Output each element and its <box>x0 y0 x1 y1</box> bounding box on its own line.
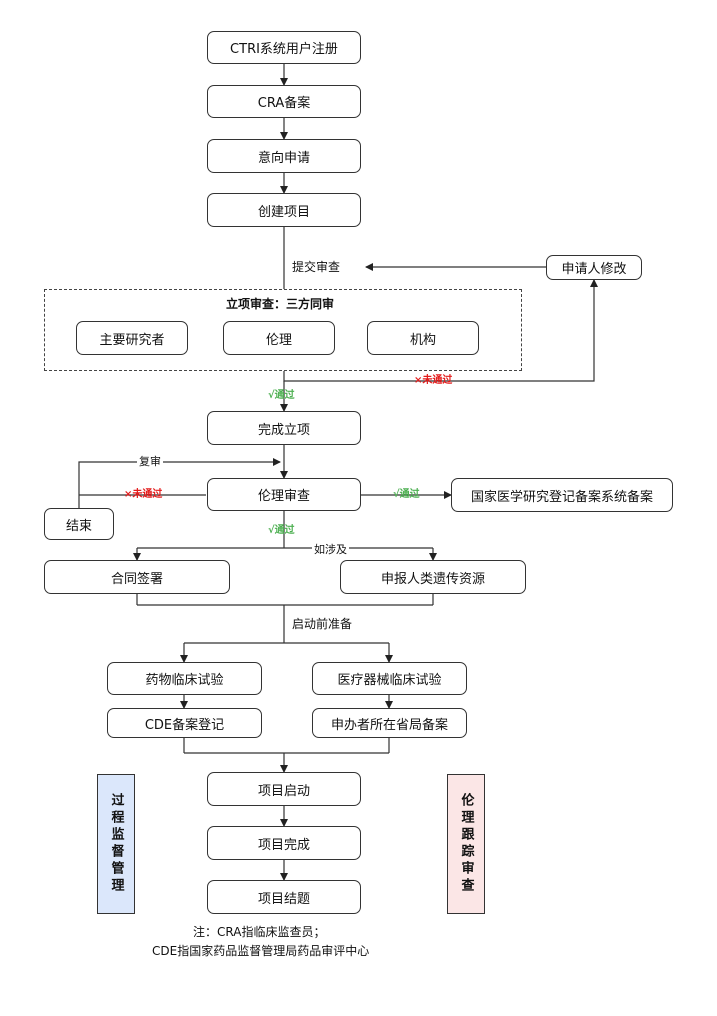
pre-start-prep-label: 启动前准备 <box>292 617 353 631</box>
device-trial-box: 医疗器械临床试验 <box>312 662 467 695</box>
human-genetic-resources-label: 申报人类遗传资源 <box>380 571 485 587</box>
contract-signing-box: 合同签署 <box>44 560 230 594</box>
applicant-modify-box: 申请人修改 <box>546 255 642 280</box>
intent-application-box: 意向申请 <box>207 139 361 173</box>
review-fail-label: ×未通过 <box>414 375 453 386</box>
drug-trial-label: 药物临床试验 <box>145 673 224 688</box>
province-record-box: 申办者所在省局备案 <box>312 708 467 738</box>
ethics-down-pass-label: √通过 <box>268 525 295 536</box>
province-record-label: 申办者所在省局备案 <box>330 717 448 733</box>
project-finish-box: 项目完成 <box>207 826 361 860</box>
process-supervision-label: 过程监督管理 <box>108 793 124 895</box>
cde-record-label: CDE备案登记 <box>144 717 225 733</box>
ctri-registration-box: CTRI系统用户注册 <box>207 31 361 64</box>
human-genetic-resources-box: 申报人类遗传资源 <box>340 560 526 594</box>
note-line-1: 注：CRA指临床监查员； <box>193 925 326 939</box>
ethics-pass-label: √通过 <box>393 489 420 500</box>
submit-review-label: 提交审查 <box>292 260 341 274</box>
device-trial-label: 医疗器械临床试验 <box>337 673 442 688</box>
ctri-registration-label: CTRI系统用户注册 <box>230 42 338 57</box>
ethics-fail-label: ×未通过 <box>124 489 163 500</box>
project-finish-label: 项目完成 <box>257 837 310 853</box>
project-review-title: 立项审查：三方同审 <box>226 297 335 311</box>
project-kickoff-label: 项目启动 <box>257 783 310 799</box>
project-kickoff-box: 项目启动 <box>207 772 361 806</box>
ethics-label: 伦理 <box>265 332 292 348</box>
project-closing-label: 项目结题 <box>257 891 310 907</box>
cde-record-box: CDE备案登记 <box>107 708 262 738</box>
national-registry-box: 国家医学研究登记备案系统备案 <box>451 478 673 512</box>
note-line-2: CDE指国家药品监督管理局药品审评中心 <box>152 944 370 958</box>
principal-investigator-box: 主要研究者 <box>76 321 188 355</box>
create-project-box: 创建项目 <box>207 193 361 227</box>
cra-record-label: CRA备案 <box>257 96 311 111</box>
ethics-tracking-panel: 伦理跟踪审查 <box>447 774 485 914</box>
complete-setup-label: 完成立项 <box>257 422 310 438</box>
create-project-label: 创建项目 <box>257 204 310 220</box>
ethics-review-label: 伦理审查 <box>257 489 310 504</box>
ethics-review-box: 伦理审查 <box>207 478 361 511</box>
national-registry-label: 国家医学研究登记备案系统备案 <box>470 489 653 505</box>
institution-label: 机构 <box>409 332 436 348</box>
ethics-box: 伦理 <box>223 321 335 355</box>
if-involved-label: 如涉及 <box>312 543 349 556</box>
project-review-group <box>44 289 522 371</box>
drug-trial-box: 药物临床试验 <box>107 662 262 695</box>
recheck-label: 复审 <box>137 455 163 468</box>
intent-application-label: 意向申请 <box>257 150 310 166</box>
complete-setup-box: 完成立项 <box>207 411 361 445</box>
process-supervision-panel: 过程监督管理 <box>97 774 135 914</box>
end-label: 结束 <box>65 518 92 534</box>
ethics-tracking-label: 伦理跟踪审查 <box>458 793 474 895</box>
principal-investigator-label: 主要研究者 <box>99 332 165 348</box>
applicant-modify-label: 申请人修改 <box>561 262 627 277</box>
project-closing-box: 项目结题 <box>207 880 361 914</box>
review-pass-label: √通过 <box>268 390 295 401</box>
contract-signing-label: 合同签署 <box>110 571 163 587</box>
cra-record-box: CRA备案 <box>207 85 361 118</box>
institution-box: 机构 <box>367 321 479 355</box>
end-box: 结束 <box>44 508 114 540</box>
